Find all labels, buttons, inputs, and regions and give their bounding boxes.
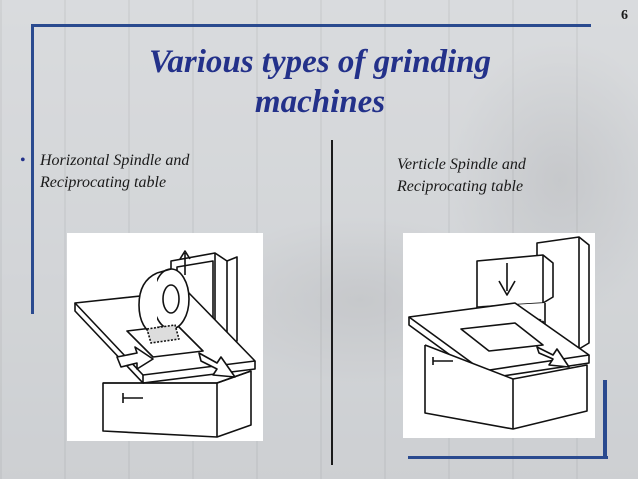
frame-line-top bbox=[31, 24, 591, 27]
slide-title: Various types of grinding machines bbox=[60, 42, 580, 122]
right-caption-line-1: Verticle Spindle and bbox=[397, 156, 526, 173]
title-line-2: machines bbox=[254, 84, 386, 120]
left-column-caption: • Horizontal Spindle and Reciprocating t… bbox=[20, 150, 320, 194]
slide-number: 6 bbox=[621, 8, 628, 23]
left-caption-line-1: Horizontal Spindle and bbox=[40, 152, 190, 169]
column-divider bbox=[331, 140, 333, 465]
frame-line-left bbox=[31, 24, 34, 314]
horizontal-spindle-diagram bbox=[67, 233, 263, 441]
frame-line-bottom bbox=[408, 456, 608, 459]
left-caption-line-2: Reciprocating table bbox=[40, 174, 167, 191]
frame-line-right bbox=[603, 380, 607, 458]
bullet-marker: • bbox=[20, 152, 26, 169]
right-column-caption: Verticle Spindle and Reciprocating table bbox=[397, 154, 627, 198]
title-line-1: Various types of grinding bbox=[149, 44, 491, 80]
vertical-spindle-diagram bbox=[403, 233, 595, 438]
right-caption-line-2: Reciprocating table bbox=[397, 178, 524, 195]
